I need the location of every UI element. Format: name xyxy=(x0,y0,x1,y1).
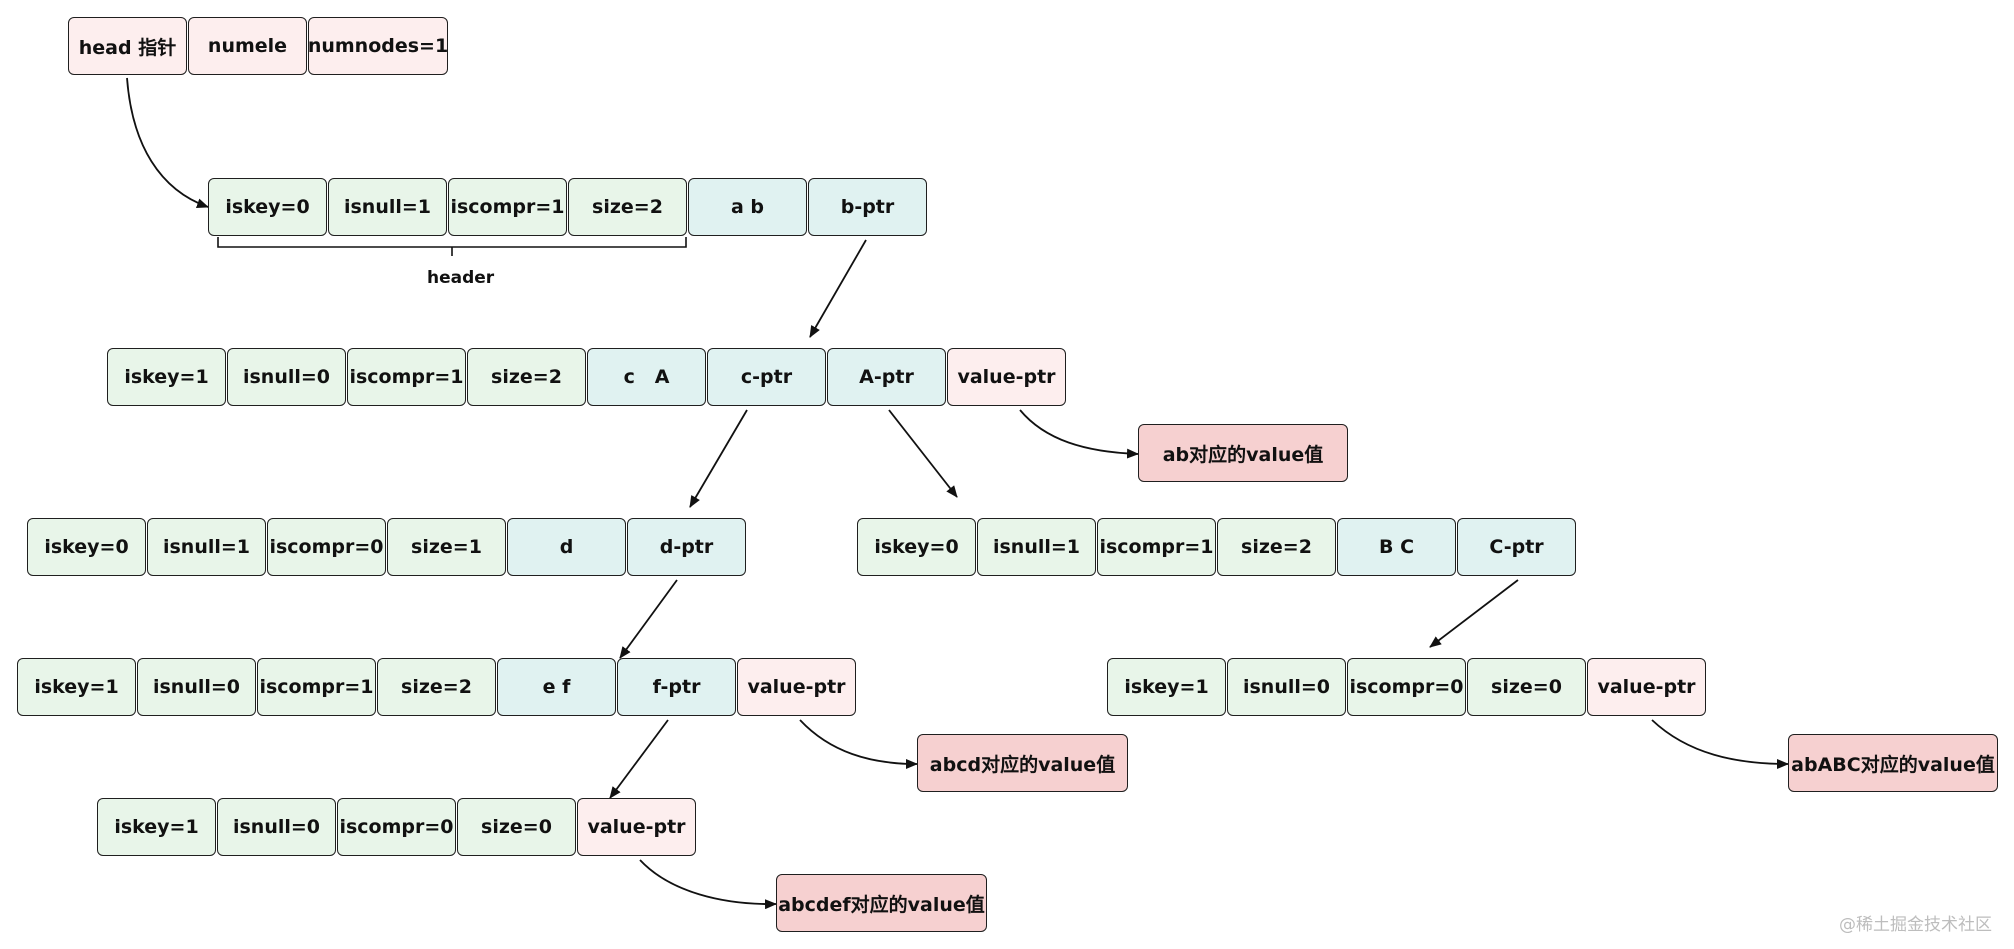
size-field: size=2 xyxy=(467,348,586,406)
iskey-field: iskey=1 xyxy=(17,658,136,716)
arrow-node6-value xyxy=(1651,719,1789,769)
arrow-Aptr-to-node4 xyxy=(888,409,958,498)
isnull-field: isnull=1 xyxy=(977,518,1096,576)
isnull-field: isnull=1 xyxy=(328,178,447,236)
value-pointer-cell: value-ptr xyxy=(737,658,856,716)
data-cell: B C xyxy=(1337,518,1456,576)
child-pointer-cell: C-ptr xyxy=(1457,518,1576,576)
iscompr-field: iscompr=0 xyxy=(267,518,386,576)
arrow-cptr-to-node3 xyxy=(689,409,748,508)
value-box-abABC: abABC对应的value值 xyxy=(1788,734,1998,792)
arrow-fptr-to-node7 xyxy=(609,719,669,799)
iskey-field: iskey=0 xyxy=(27,518,146,576)
data-cell: c A xyxy=(587,348,706,406)
value-box-abcdef: abcdef对应的value值 xyxy=(776,874,987,932)
size-field: size=2 xyxy=(1217,518,1336,576)
isnull-field: isnull=1 xyxy=(147,518,266,576)
iskey-field: iskey=1 xyxy=(1107,658,1226,716)
iskey-field: iskey=0 xyxy=(857,518,976,576)
child-pointer-cell: f-ptr xyxy=(617,658,736,716)
isnull-field: isnull=0 xyxy=(137,658,256,716)
arrow-node5-value xyxy=(799,719,918,769)
arrow-node2-value xyxy=(1019,409,1139,459)
data-cell: e f xyxy=(497,658,616,716)
watermark: @稀土掘金技术社区 xyxy=(1839,915,1992,935)
numele-cell: numele xyxy=(188,17,307,75)
value-box-ab: ab对应的value值 xyxy=(1138,424,1348,482)
arrow-bptr-to-node2 xyxy=(809,239,867,338)
iskey-field: iskey=1 xyxy=(107,348,226,406)
isnull-field: isnull=0 xyxy=(1227,658,1346,716)
size-field: size=2 xyxy=(377,658,496,716)
iskey-field: iskey=0 xyxy=(208,178,327,236)
isnull-field: isnull=0 xyxy=(227,348,346,406)
child-pointer-cell-c: c-ptr xyxy=(707,348,826,406)
iscompr-field: iscompr=0 xyxy=(337,798,456,856)
numnodes-cell: numnodes=1 xyxy=(308,17,448,75)
value-pointer-cell: value-ptr xyxy=(1587,658,1706,716)
value-pointer-cell: value-ptr xyxy=(577,798,696,856)
value-pointer-cell: value-ptr xyxy=(947,348,1066,406)
arrow-Cptr-to-node6 xyxy=(1429,579,1519,648)
header-brace xyxy=(217,237,687,256)
header-brace-label: header xyxy=(427,268,495,288)
isnull-field: isnull=0 xyxy=(217,798,336,856)
size-field: size=0 xyxy=(457,798,576,856)
data-cell: a b xyxy=(688,178,807,236)
iscompr-field: iscompr=0 xyxy=(1347,658,1466,716)
child-pointer-cell: b-ptr xyxy=(808,178,927,236)
arrow-node7-value xyxy=(639,859,777,910)
iscompr-field: iscompr=1 xyxy=(347,348,466,406)
iscompr-field: iscompr=1 xyxy=(1097,518,1216,576)
child-pointer-cell-A: A-ptr xyxy=(827,348,946,406)
head-pointer-cell: head 指针 xyxy=(68,17,187,75)
size-field: size=2 xyxy=(568,178,687,236)
value-box-abcd: abcd对应的value值 xyxy=(917,734,1128,792)
data-cell: d xyxy=(507,518,626,576)
iscompr-field: iscompr=1 xyxy=(448,178,567,236)
arrow-dptr-to-node5 xyxy=(619,579,678,659)
iskey-field: iskey=1 xyxy=(97,798,216,856)
arrow-head-to-node1 xyxy=(126,77,209,209)
size-field: size=1 xyxy=(387,518,506,576)
child-pointer-cell: d-ptr xyxy=(627,518,746,576)
iscompr-field: iscompr=1 xyxy=(257,658,376,716)
size-field: size=0 xyxy=(1467,658,1586,716)
